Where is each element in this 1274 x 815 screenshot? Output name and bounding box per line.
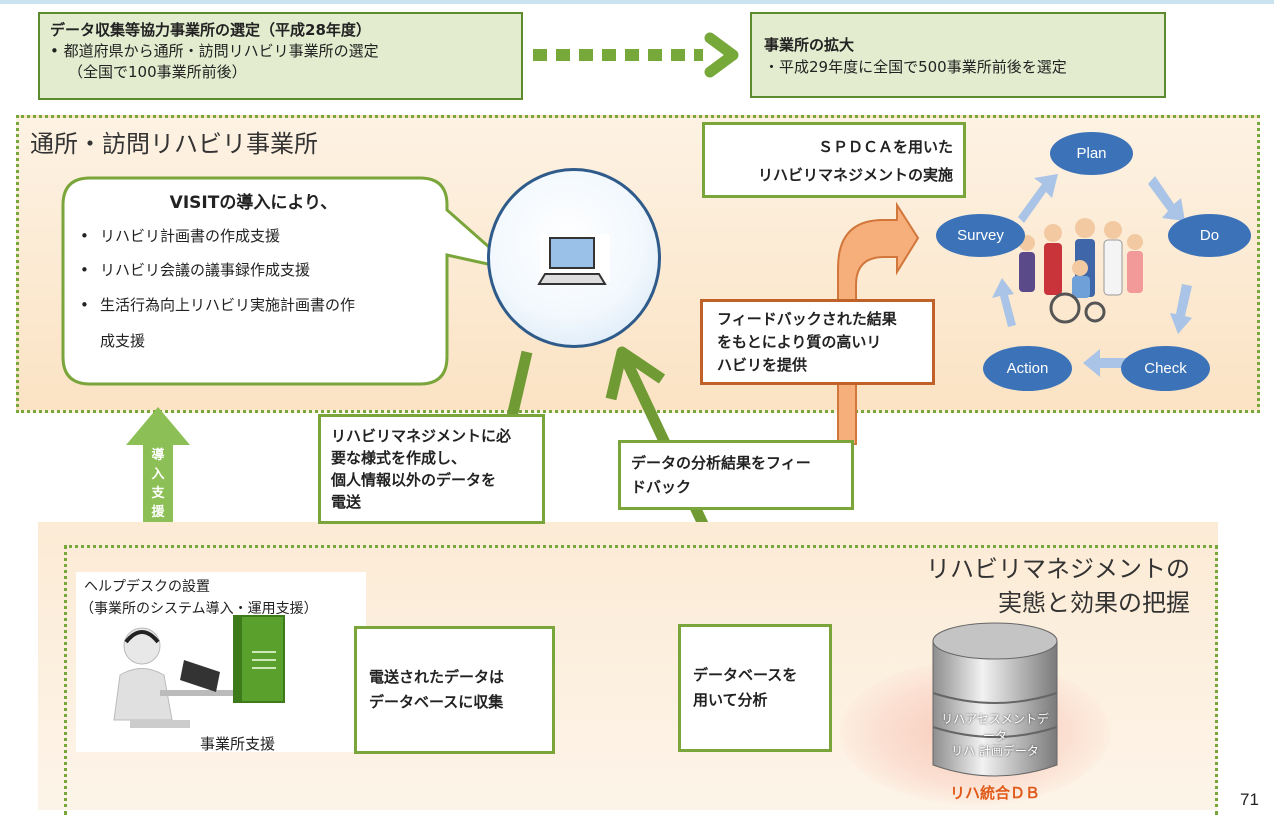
- database-label-plan: リハ 計画データ: [951, 744, 1039, 758]
- selection-info-box: データ収集等協力事業所の選定（平成28年度） • 都道府県から通所・訪問リハビリ…: [38, 12, 523, 100]
- database-icon: [932, 622, 1058, 777]
- cycle-arrow: [1018, 174, 1058, 223]
- helpdesk-operator-illustration: [113, 627, 240, 728]
- facility-region-title: 通所・訪問リハビリ事業所: [30, 130, 318, 158]
- cycle-survey: Survey: [936, 214, 1025, 257]
- collect-data-text: 電送されたデータは データベースに収集: [369, 668, 505, 711]
- selection-line-2: （全国で100事業所前後）: [68, 63, 247, 81]
- cycle-arrow: [992, 278, 1016, 327]
- selection-title: データ収集等協力事業所の選定（平成28年度）: [50, 21, 371, 39]
- expansion-info-box: 事業所の拡大 ・平成29年度に全国で500事業所前後を選定: [750, 12, 1166, 98]
- callout-list: リハビリ計画書の作成支援 リハビリ会議の議事録作成支援 生活行為向上リハビリ実施…: [60, 219, 447, 359]
- cycle-arrow: [1083, 349, 1130, 377]
- cycle-check: Check: [1121, 346, 1210, 391]
- analysis-region-title: リハビリマネジメントの 実態と効果の把握: [926, 555, 1190, 617]
- analysis-feedback-text: データの分析結果をフィー ドバック: [631, 454, 811, 496]
- send-data-text: リハビリマネジメントに必 要な様式を作成し、 個人情報以外のデータを 電送: [331, 427, 512, 511]
- laptop-icon: [537, 234, 610, 285]
- manual-book-icon: [233, 615, 285, 703]
- analyze-data-text: データベースを 用いて分析: [693, 666, 798, 709]
- callout-content: VISITの導入により、 リハビリ計画書の作成支援 リハビリ会議の議事録作成支援…: [60, 188, 447, 359]
- care-team-illustration: [1019, 218, 1143, 324]
- callout-item: リハビリ会議の議事録作成支援: [74, 253, 447, 287]
- helpdesk-caption: 事業所支援: [200, 735, 276, 753]
- send-data-box: リハビリマネジメントに必 要な様式を作成し、 個人情報以外のデータを 電送: [318, 414, 545, 524]
- collect-data-box: 電送されたデータは データベースに収集: [354, 626, 555, 754]
- expansion-title: 事業所の拡大: [764, 36, 855, 54]
- cycle-arrow: [1170, 284, 1192, 334]
- cycle-action: Action: [983, 346, 1072, 391]
- analyze-data-box: データベースを 用いて分析: [678, 624, 832, 752]
- introduction-support-label: 導 入 支 援: [151, 448, 165, 520]
- helpdesk-panel: [76, 572, 366, 752]
- pdca-cycle-arrows: [992, 174, 1192, 377]
- expansion-line: ・平成29年度に全国で500事業所前後を選定: [764, 58, 1067, 76]
- analysis-region: [64, 545, 1218, 815]
- callout-title: VISITの導入により、: [169, 193, 338, 213]
- top-border-line: [0, 0, 1274, 4]
- spdca-text: ＳＰＤＣＡを用いた リハビリマネジメントの実施: [757, 138, 953, 184]
- selection-line-1: • 都道府県から通所・訪問リハビリ事業所の選定: [50, 42, 379, 60]
- cycle-do: Do: [1168, 214, 1251, 257]
- page-number: 71: [1240, 790, 1259, 809]
- database-caption: リハ統合ＤＢ: [949, 784, 1040, 802]
- analysis-feedback-box: データの分析結果をフィー ドバック: [618, 440, 854, 510]
- helpdesk-title: ヘルプデスクの設置: [84, 579, 210, 595]
- expansion-dotted-arrow: [533, 32, 739, 78]
- helpdesk-subtitle: （事業所のシステム導入・運用支援）: [80, 601, 318, 617]
- callout-item: 生活行為向上リハビリ実施計画書の作 成支援: [74, 287, 447, 359]
- spdca-box: ＳＰＤＣＡを用いた リハビリマネジメントの実施: [702, 122, 966, 198]
- cycle-arrow: [1148, 176, 1185, 221]
- feedback-result-text: フィードバックされた結果 をもとにより質の高いリ ハビリを提供: [717, 310, 897, 374]
- feedback-result-box: フィードバックされた結果 をもとにより質の高いリ ハビリを提供: [700, 299, 935, 385]
- callout-item: リハビリ計画書の作成支援: [74, 219, 447, 253]
- cycle-plan: Plan: [1050, 132, 1133, 175]
- database-label-assessment: リハアセスメントデータ: [941, 712, 1049, 743]
